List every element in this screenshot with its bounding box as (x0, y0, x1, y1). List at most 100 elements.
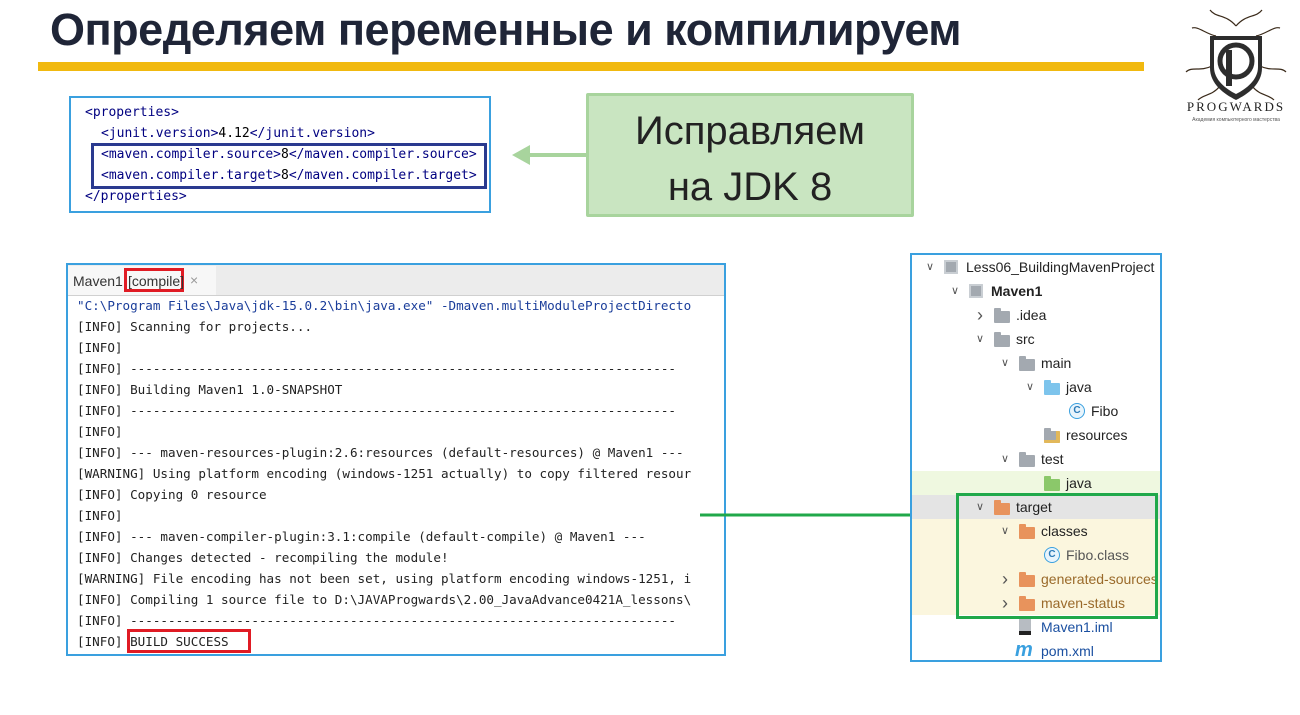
chevron-down-icon[interactable]: ∨ (975, 501, 985, 513)
console-line: [INFO] ---------------------------------… (77, 403, 676, 418)
console-line: [INFO] Compiling 1 source file to D:\JAV… (77, 592, 692, 607)
module-icon (969, 284, 983, 298)
chevron-down-icon[interactable]: ∨ (1025, 381, 1035, 393)
tree-item-label[interactable]: classes (1041, 523, 1088, 539)
console-line: [INFO] (77, 508, 123, 523)
xml-line: <maven.compiler.target>8</maven.compiler… (101, 166, 477, 186)
console-line: "C:\Program Files\Java\jdk-15.0.2\bin\ja… (77, 298, 692, 313)
chevron-down-icon[interactable]: ∨ (1000, 525, 1010, 537)
tree-item[interactable]: resources (912, 423, 1160, 447)
title-underline (38, 62, 1144, 71)
console-line: [INFO] Changes detected - recompiling th… (77, 550, 449, 565)
folder-blue-icon (1044, 380, 1060, 395)
progwards-logo (1185, 9, 1287, 101)
console-tab-name[interactable]: Maven1 (73, 273, 123, 289)
chevron-down-icon[interactable]: ∨ (950, 285, 960, 297)
xml-tag: <properties> (85, 105, 179, 120)
chevron-right-icon[interactable]: › (1002, 593, 1008, 613)
xml-tag: <maven.compiler.source> (101, 147, 282, 162)
jdk8-callout-text: Исправляем на JDK 8 (586, 103, 914, 215)
console-tab-goal[interactable]: [compile] (128, 273, 185, 289)
slide-title: Определяем переменные и компилируем (50, 4, 962, 55)
iml-file-icon (1019, 619, 1031, 635)
tree-item-label[interactable]: Fibo (1091, 403, 1119, 419)
console-line: [INFO] Building Maven1 1.0-SNAPSHOT (77, 382, 343, 397)
xml-tag: <junit.version> (101, 126, 219, 141)
chevron-right-icon[interactable]: › (977, 305, 983, 325)
tree-item[interactable]: ∨ test (912, 447, 1160, 471)
tree-item[interactable]: m pom.xml (912, 639, 1160, 663)
chevron-down-icon[interactable]: ∨ (1000, 453, 1010, 465)
xml-line: </properties> (85, 187, 187, 207)
run-console (66, 263, 726, 656)
console-line: [INFO] (77, 340, 123, 355)
tree-item-label[interactable]: generated-sources (1041, 571, 1158, 587)
tree-item-label[interactable]: resources (1066, 427, 1128, 443)
pom-properties-snippet (69, 96, 491, 213)
tree-item-label[interactable]: test (1041, 451, 1064, 467)
compile-goal-highlight (124, 268, 184, 292)
tree-item-label[interactable]: java (1066, 475, 1092, 491)
folder-green-icon (1044, 476, 1060, 491)
tree-item-label[interactable]: main (1041, 355, 1072, 371)
tree-item[interactable]: ∨ main (912, 351, 1160, 375)
tree-item-label[interactable]: target (1016, 499, 1052, 515)
tree-item-label[interactable]: java (1066, 379, 1092, 395)
folder-gray-icon (994, 332, 1010, 347)
tree-item[interactable]: java (912, 471, 1160, 495)
tree-item-label[interactable]: Maven1 (991, 283, 1043, 299)
console-line: [INFO] BUILD SUCCESS (77, 634, 229, 649)
xml-line: <properties> (85, 103, 179, 123)
tree-item-label[interactable]: src (1016, 331, 1035, 347)
logo-subtitle: Академия компьютерного мастерства (1192, 117, 1280, 123)
callout-line-2: на JDK 8 (667, 165, 833, 209)
tree-item[interactable]: ∨ classes (912, 519, 1160, 543)
tree-item[interactable]: ∨ Maven1 (912, 279, 1160, 303)
compiler-version-highlight (91, 143, 487, 189)
console-line: [INFO] ---------------------------------… (77, 613, 676, 628)
tree-item[interactable]: C Fibo (912, 399, 1160, 423)
class-file-icon: C (1044, 547, 1060, 563)
xml-line: <maven.compiler.source>8</maven.compiler… (101, 145, 477, 165)
callout-arrow-icon (512, 145, 586, 165)
java-class-icon: C (1069, 403, 1085, 419)
folder-gray-icon (1019, 356, 1035, 371)
tree-item[interactable]: › generated-sources (912, 567, 1160, 591)
xml-value: 4.12 (218, 126, 250, 141)
chevron-down-icon[interactable]: ∨ (925, 261, 935, 273)
tree-item-label[interactable]: maven-status (1041, 595, 1126, 611)
tree-item[interactable]: ∨ Less06_BuildingMavenProject (912, 255, 1160, 279)
tree-item[interactable]: › .idea (912, 303, 1160, 327)
xml-tag: </maven.compiler.target> (288, 168, 477, 183)
xml-tag: <maven.compiler.target> (101, 168, 282, 183)
tree-item-label[interactable]: Maven1.iml (1041, 619, 1113, 635)
folder-gray-icon (1019, 452, 1035, 467)
folder-orange-icon (1019, 572, 1035, 587)
xml-value: 8 (281, 147, 289, 162)
xml-tag: </properties> (85, 189, 187, 204)
tree-item[interactable]: Maven1.iml (912, 615, 1160, 639)
console-line: [INFO] ---------------------------------… (77, 361, 676, 376)
jdk8-callout (586, 93, 914, 217)
chevron-right-icon[interactable]: › (1002, 569, 1008, 589)
console-line: [INFO] --- maven-compiler-plugin:3.1:com… (77, 529, 646, 544)
tree-item-label[interactable]: pom.xml (1041, 643, 1094, 659)
chevron-down-icon[interactable]: ∨ (1000, 357, 1010, 369)
tree-item-label[interactable]: Fibo.class (1066, 547, 1130, 563)
xml-line: <junit.version>4.12</junit.version> (101, 124, 375, 144)
module-icon (944, 260, 958, 274)
close-icon[interactable]: × (190, 272, 199, 288)
tree-item[interactable]: C Fibo.class (912, 543, 1160, 567)
tree-item-label[interactable]: .idea (1016, 307, 1047, 323)
chevron-down-icon[interactable]: ∨ (975, 333, 985, 345)
folder-orange-icon (1019, 596, 1035, 611)
console-line: [INFO] Copying 0 resource (77, 487, 267, 502)
console-line: [WARNING] Using platform encoding (windo… (77, 466, 692, 481)
tree-item[interactable]: › maven-status (912, 591, 1160, 615)
tree-item-label[interactable]: Less06_BuildingMavenProject (966, 259, 1155, 275)
tree-item[interactable]: ∨ target (912, 495, 1160, 519)
maven-pom-icon: m (1015, 639, 1033, 661)
console-line: [INFO] Scanning for projects... (77, 319, 313, 334)
tree-item[interactable]: ∨ src (912, 327, 1160, 351)
tree-item[interactable]: ∨ java (912, 375, 1160, 399)
